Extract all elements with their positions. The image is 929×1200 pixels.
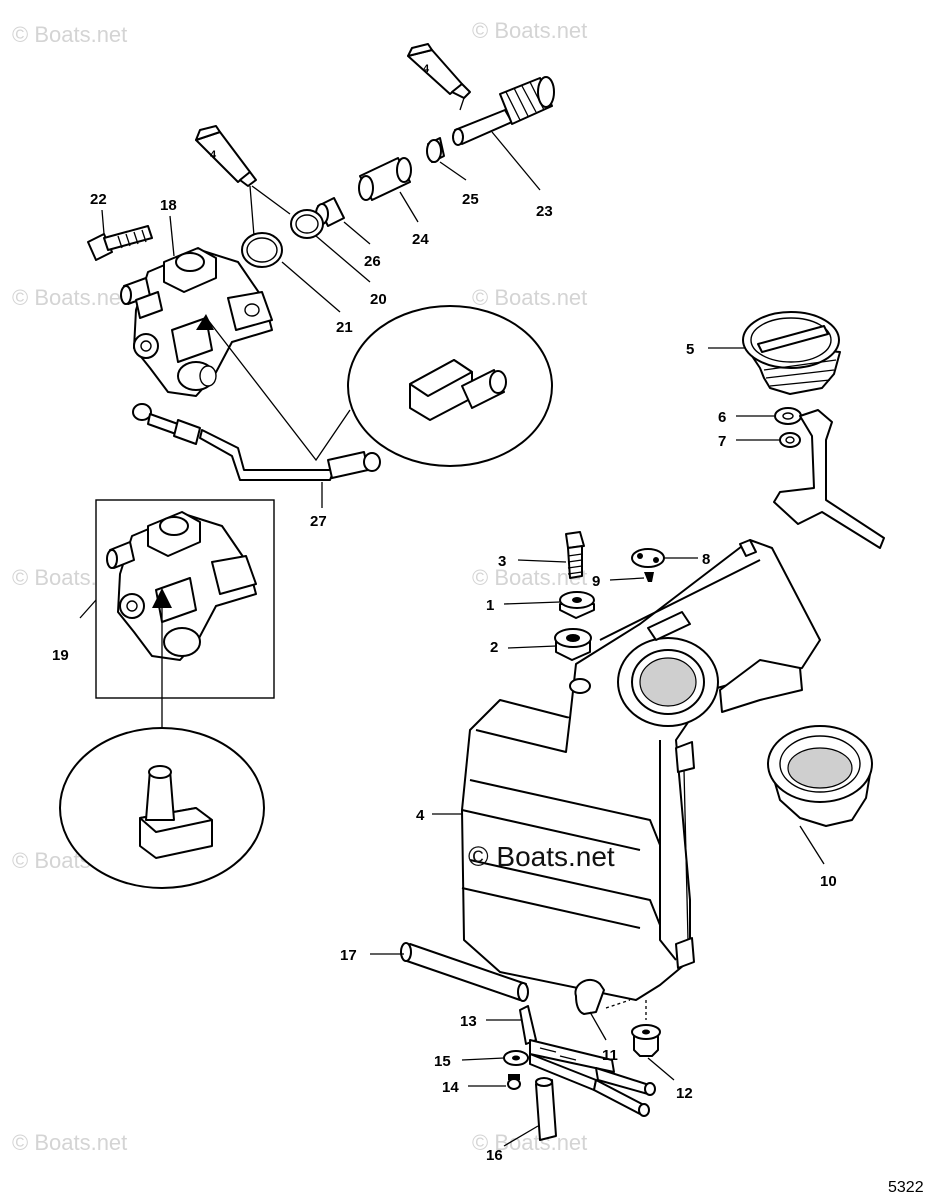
standoff-icon (535, 1077, 557, 1141)
callout-3: 3 (498, 553, 506, 570)
tube-label: 4 (210, 149, 217, 161)
rubber-grommet-icon (554, 628, 592, 661)
bolt-icon (87, 225, 153, 261)
watermark: © Boats.net (12, 22, 127, 47)
callout-5: 5 (686, 341, 694, 358)
callouts: 22 18 21 20 26 24 25 23 27 19 5 6 7 3 8 … (52, 131, 837, 1164)
grommet-washer-icon (559, 591, 595, 619)
callout-9: 9 (592, 573, 600, 590)
watermarks: © Boats.net © Boats.net © Boats.net © Bo… (12, 18, 587, 1155)
callout-22: 22 (90, 191, 107, 208)
callout-2: 2 (490, 639, 498, 656)
callout-8: 8 (702, 551, 710, 568)
o-ring-large-inner (246, 237, 278, 263)
callout-23: 23 (536, 203, 553, 220)
wire-harness-icon (132, 403, 381, 481)
hose-icon (400, 942, 529, 1002)
callout-18: 18 (160, 197, 177, 214)
sleeve-icon (358, 157, 412, 201)
oil-tank-icon (461, 539, 821, 1001)
watermark: © Boats.net (472, 565, 587, 590)
watermark: © Boats.net (12, 1130, 127, 1155)
callout-14: 14 (442, 1079, 459, 1096)
callout-25: 25 (462, 191, 479, 208)
callout-24: 24 (412, 231, 429, 248)
callout-27: 27 (310, 513, 327, 530)
callout-13: 13 (460, 1013, 477, 1030)
lubricant-tube-icon: 4 (407, 43, 471, 99)
filler-cap-icon (742, 311, 841, 395)
callout-26: 26 (364, 253, 381, 270)
callout-15: 15 (434, 1053, 451, 1070)
callout-12: 12 (676, 1085, 693, 1102)
bushing-icon (426, 137, 445, 163)
screw-small-icon (507, 1074, 521, 1090)
callout-19: 19 (52, 647, 69, 664)
figure-number: 5322 (888, 1179, 924, 1196)
callout-1: 1 (486, 597, 494, 614)
oil-level-sensor-icon (519, 1005, 656, 1117)
washer-small-hole (785, 436, 795, 444)
lubricant-tube-icon: 4 (195, 125, 257, 187)
washer-hole (782, 412, 794, 420)
watermark: © Boats.net (468, 841, 615, 872)
bolt-small-icon (565, 531, 585, 579)
hose-clamp-icon (574, 978, 605, 1015)
grommet-icon (767, 725, 873, 827)
callout-21: 21 (336, 319, 353, 336)
tube-label: 4 (423, 63, 430, 75)
watermark: © Boats.net (12, 285, 127, 310)
watermark: © Boats.net (472, 18, 587, 43)
detail-circle-nipple (59, 727, 265, 889)
clip-icon (631, 548, 665, 568)
o-ring-inner (295, 214, 319, 234)
callout-17: 17 (340, 947, 357, 964)
pump-drive-shaft-icon (452, 76, 555, 146)
callout-16: 16 (486, 1147, 503, 1164)
detail-circle-fitting (347, 305, 553, 467)
dipstick-icon (773, 409, 885, 549)
callout-11: 11 (602, 1047, 618, 1064)
oil-pump-icon (120, 247, 273, 397)
washer-hole (512, 1055, 520, 1061)
callout-20: 20 (370, 291, 387, 308)
watermark: © Boats.net (472, 1130, 587, 1155)
callout-7: 7 (718, 433, 726, 450)
drain-plug-icon (631, 1024, 661, 1057)
screw-icon (644, 572, 654, 582)
oil-pump-alternate-icon (106, 511, 257, 661)
callout-10: 10 (820, 873, 837, 890)
callout-6: 6 (718, 409, 726, 426)
watermark: © Boats.net (472, 285, 587, 310)
callout-4: 4 (416, 807, 425, 824)
